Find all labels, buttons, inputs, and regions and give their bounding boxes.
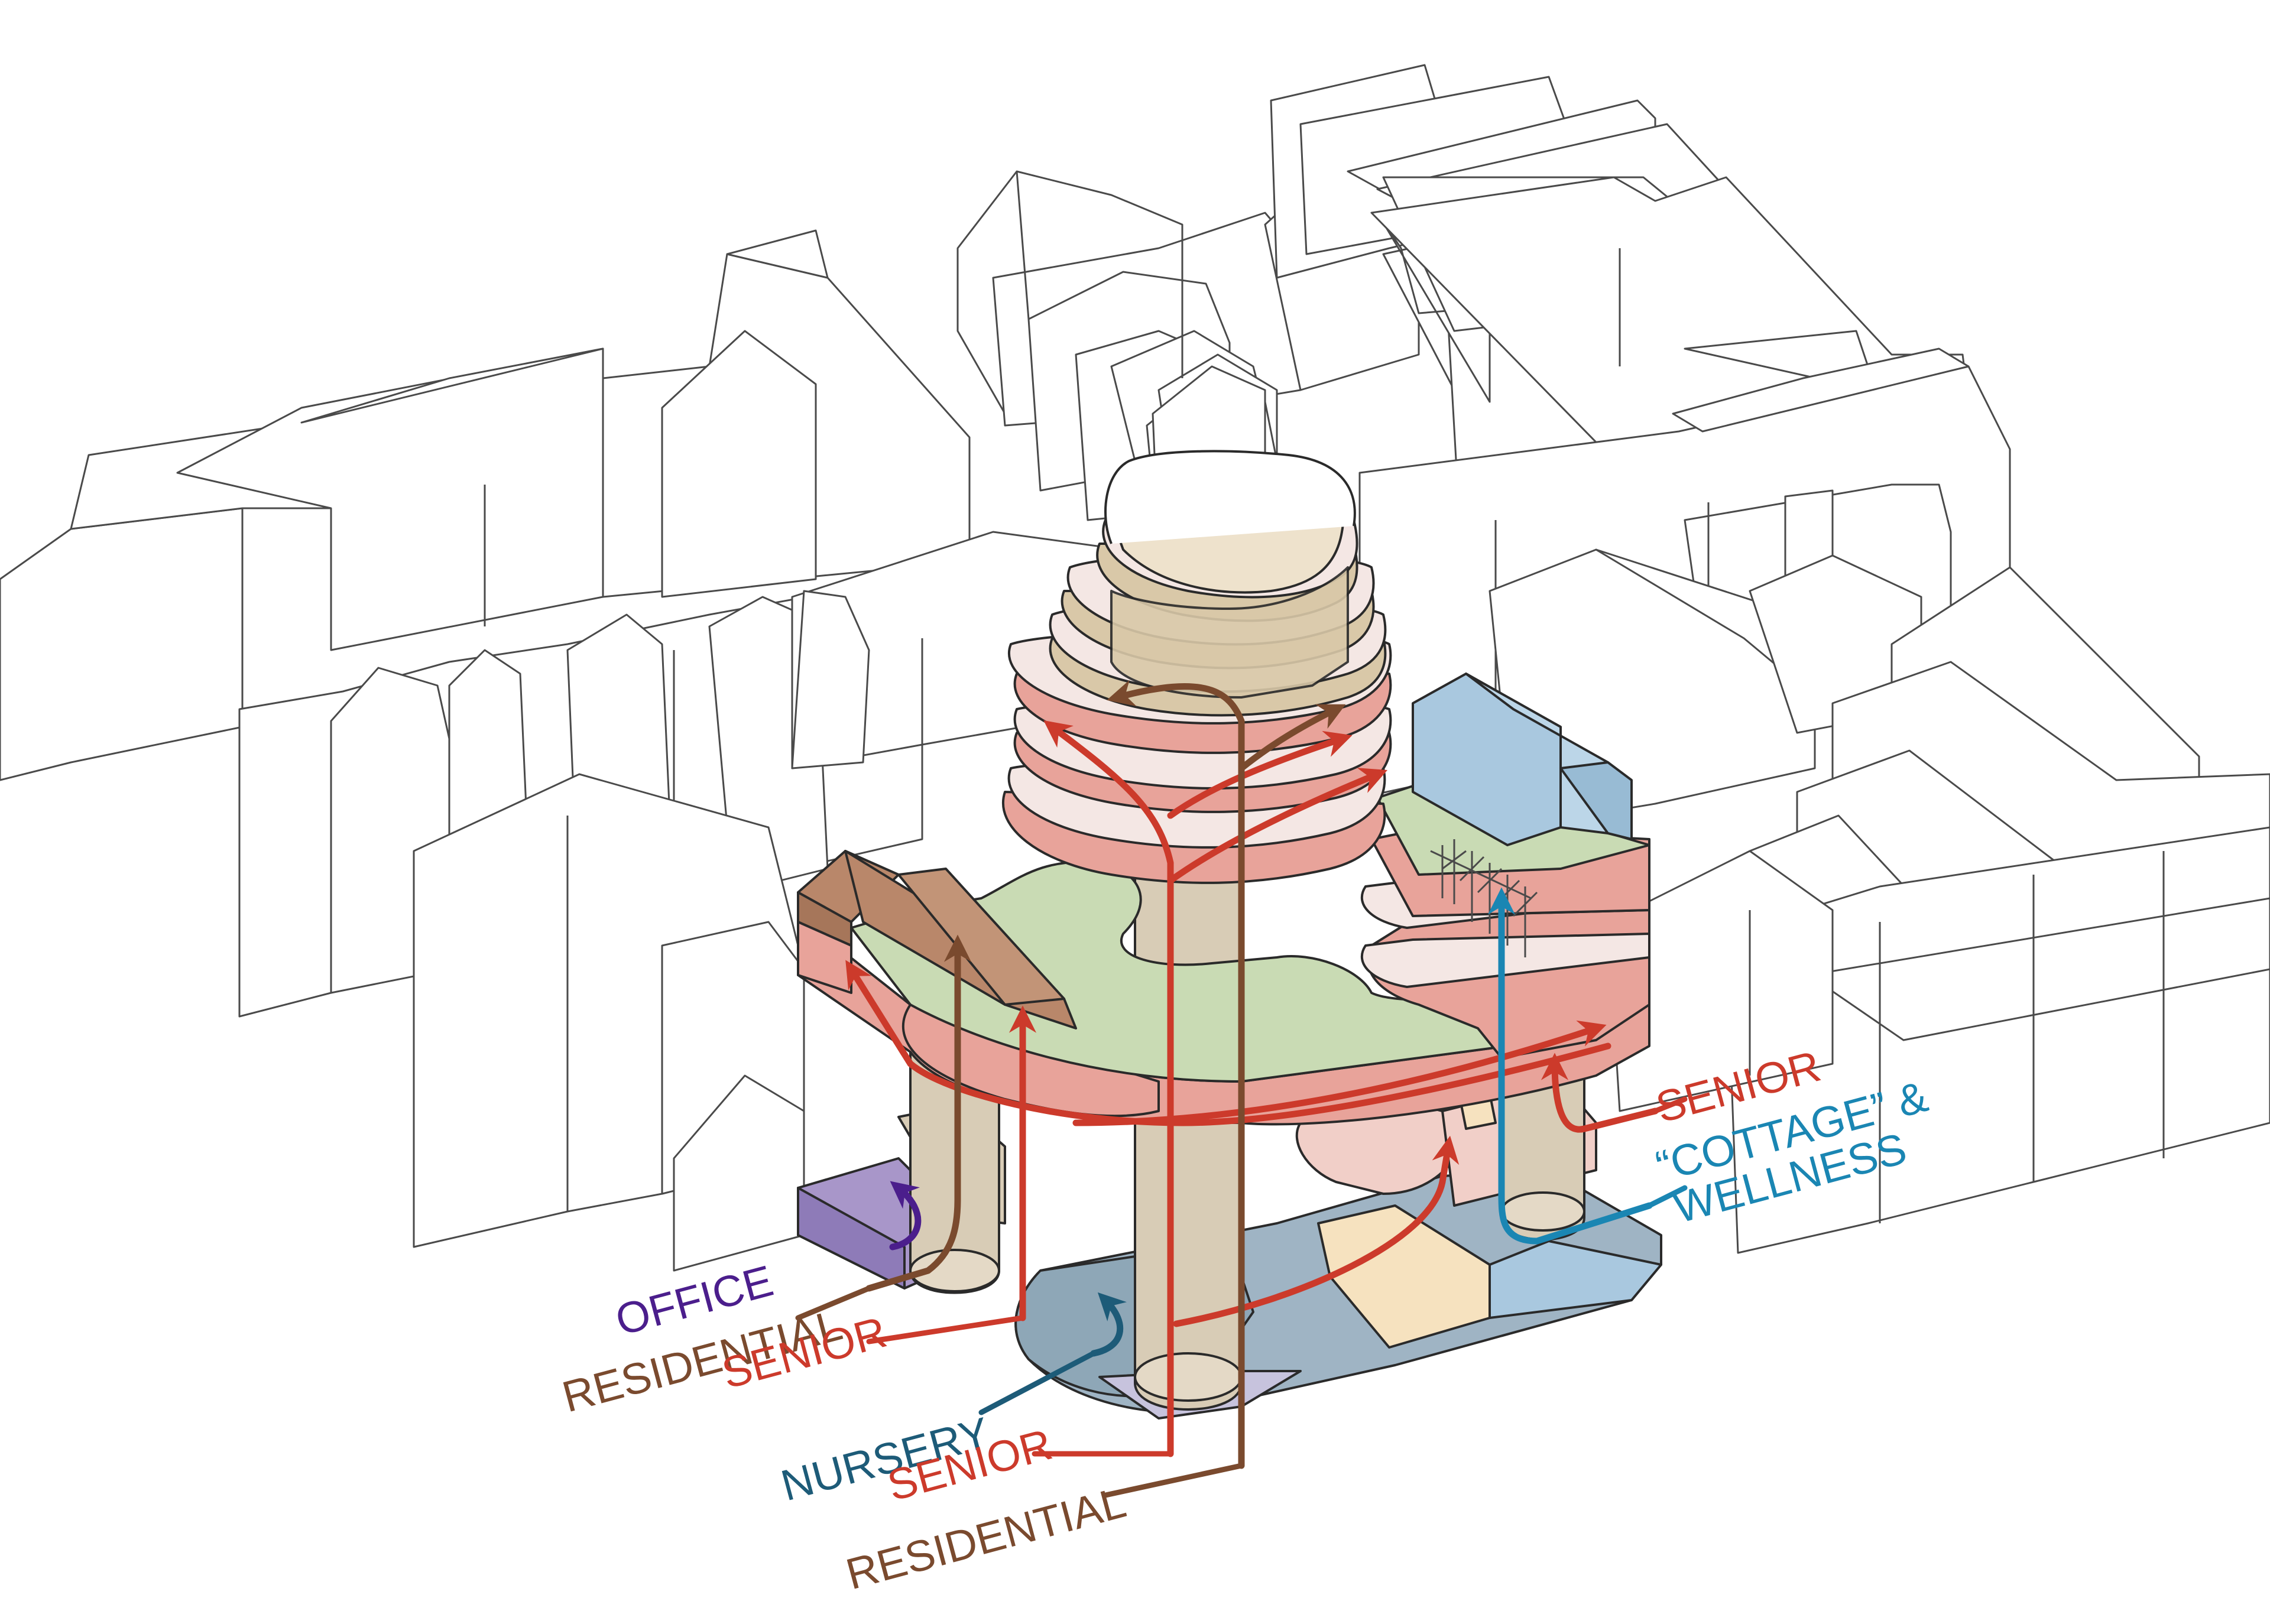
leader-residential-center [1102,1463,1244,1498]
senior-flow-tower-east [1167,768,1388,884]
senior-flow-right [1541,1053,1659,1133]
senior-flow-ground [1173,1135,1460,1327]
residential-flow-core [1107,680,1245,1469]
residential-flow-tower-east [1238,704,1346,772]
senior-flow-core [1043,720,1174,1457]
leader-senior-left [866,1315,1026,1344]
leader-senior-right [1652,1096,1688,1114]
senior-residential-tower [1001,450,1392,884]
residential-flow-left [865,934,972,1292]
context-buildings [0,64,2270,1272]
leader-nursery [978,1350,1097,1415]
nursery-flow [1090,1292,1127,1357]
office-flow [889,1181,922,1251]
leader-residential-left [795,1285,872,1321]
senior-flow-tower-east-upper [1167,730,1353,819]
senior-flow-plinth-east [1072,1020,1607,1126]
label-leaders [795,1096,1688,1498]
cottage-flow [1487,887,1653,1245]
leader-cottage [1646,1185,1688,1209]
label-residential-center: RESIDENTIAL [841,1477,1131,1599]
senior-flow-plinth-west [845,960,1611,1126]
flow-arrows [845,680,1659,1469]
